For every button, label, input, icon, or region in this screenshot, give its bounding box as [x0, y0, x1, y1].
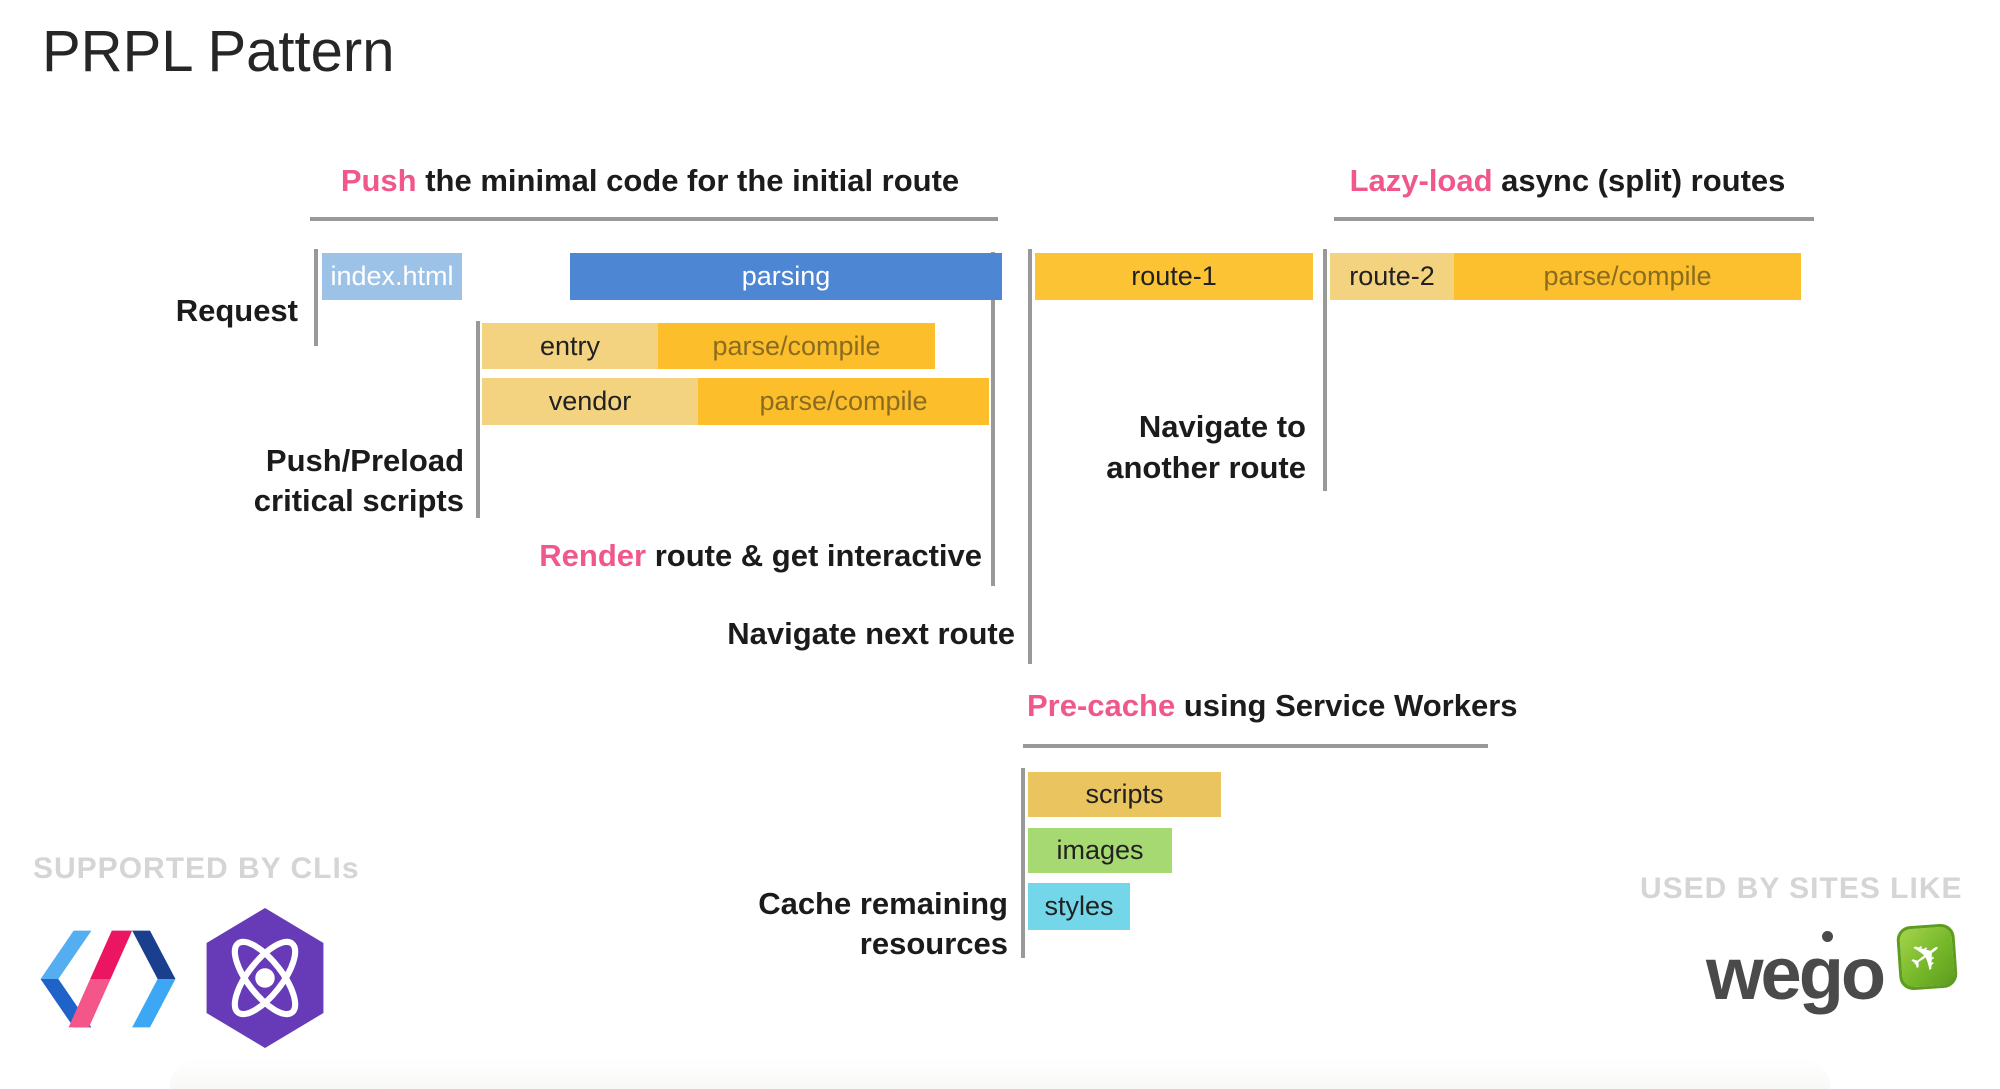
- used-by-caption: USED BY SITES LIKE: [1640, 872, 1963, 905]
- precache-marker-line: [1021, 768, 1025, 958]
- push-preload-marker-line: [476, 321, 480, 518]
- wego-g-dot: [1822, 931, 1833, 942]
- wego-logo-text: wego: [1706, 932, 1886, 1015]
- request-marker-line: [314, 249, 318, 346]
- request-label: Request: [175, 293, 298, 328]
- push-preload-label: Push/Preload critical scripts: [180, 441, 464, 521]
- lazy-section-underline: [1334, 217, 1814, 221]
- cache-remaining-label: Cache remaining resources: [730, 884, 1008, 964]
- navigate-another-marker-line: [1323, 249, 1327, 491]
- push-header-rest: the minimal code for the initial route: [416, 163, 960, 198]
- bar-route-2-parse-compile: parse/compile: [1454, 253, 1801, 300]
- lazy-header-rest: async (split) routes: [1492, 163, 1786, 198]
- render-label-rest: route & get interactive: [646, 538, 982, 573]
- precache-header-highlight: Pre-cache: [1027, 688, 1176, 723]
- push-section-header: Push the minimal code for the initial ro…: [300, 163, 1000, 199]
- bar-vendor: vendor: [482, 378, 698, 425]
- render-label-highlight: Render: [539, 538, 647, 573]
- push-section-underline: [310, 217, 998, 221]
- bar-entry: entry: [482, 323, 658, 369]
- cache-remaining-label-line1: Cache remaining: [758, 886, 1008, 921]
- lazy-section-header: Lazy-load async (split) routes: [1325, 163, 1810, 199]
- page-title: PRPL Pattern: [42, 19, 395, 84]
- bar-scripts: scripts: [1028, 772, 1221, 817]
- bar-index-html: index.html: [322, 253, 462, 300]
- bar-route-1: route-1: [1035, 253, 1313, 300]
- bar-vendor-parse-compile: parse/compile: [698, 378, 989, 425]
- airplane-glyph: ✈: [1900, 929, 1954, 985]
- polymer-logo: [40, 930, 176, 1028]
- navigate-another-label-line1: Navigate to: [1138, 409, 1306, 444]
- bar-entry-parse-compile: parse/compile: [658, 323, 935, 369]
- push-preload-label-line2: critical scripts: [253, 483, 464, 518]
- bar-route-2: route-2: [1330, 253, 1454, 300]
- bar-styles: styles: [1028, 883, 1130, 930]
- slide-bottom-shade: [170, 1058, 1830, 1089]
- navigate-another-label-line2: another route: [1106, 450, 1306, 485]
- push-header-highlight: Push: [340, 163, 417, 198]
- precache-section-underline: [1023, 744, 1488, 748]
- supported-by-caption: SUPPORTED BY CLIs: [33, 852, 360, 885]
- wego-logo: wego ✈: [1700, 923, 1960, 1035]
- cache-remaining-label-line2: resources: [859, 926, 1008, 961]
- navigate-another-label: Navigate to another route: [1050, 406, 1306, 488]
- render-marker-line: [991, 252, 995, 586]
- navigate-next-marker-line: [1028, 249, 1032, 664]
- precache-header-rest: using Service Workers: [1175, 688, 1518, 723]
- precache-section-header: Pre-cache using Service Workers: [1027, 688, 1518, 724]
- wego-plane-icon: ✈: [1895, 923, 1959, 991]
- navigate-next-label: Navigate next route: [727, 616, 1015, 651]
- preact-logo: [206, 908, 324, 1048]
- render-label: Render route & get interactive: [500, 538, 982, 574]
- bar-images: images: [1028, 828, 1172, 873]
- bar-parsing: parsing: [570, 253, 1002, 300]
- lazy-header-highlight: Lazy-load: [1349, 163, 1493, 198]
- push-preload-label-line1: Push/Preload: [265, 443, 464, 478]
